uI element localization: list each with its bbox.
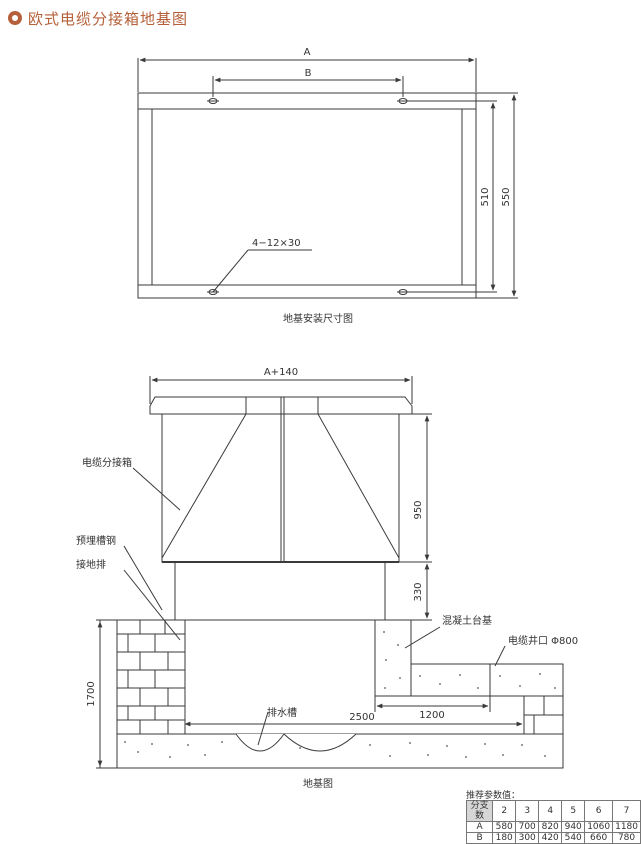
- top-view: [137, 57, 518, 299]
- hole-spec-label: 4−12×30: [252, 238, 301, 249]
- concrete-hatching: [124, 631, 556, 758]
- table-cell: 820: [538, 821, 563, 833]
- dim-label-A140: A+140: [264, 367, 298, 378]
- table-cell: 1180: [612, 821, 641, 833]
- table-cell: 7: [612, 800, 641, 822]
- top-frame-inner: [151, 108, 463, 286]
- dim-label-510: 510: [480, 187, 491, 206]
- label-drain-channel: 排水槽: [267, 706, 297, 719]
- table-cell: 4: [538, 800, 563, 822]
- table-header-row: 分支数 2 3 4 5 6 7: [465, 800, 641, 822]
- bullet-icon: [8, 11, 22, 25]
- table-cell: 300: [515, 832, 540, 844]
- dim-label-A: A: [304, 47, 311, 58]
- box-base: [174, 561, 386, 621]
- table-row: B 180 300 420 540 660 780: [465, 832, 641, 844]
- label-ground-bar: 接地排: [76, 558, 106, 571]
- table-cell: 5: [561, 800, 586, 822]
- table-cell: 580: [492, 821, 517, 833]
- param-table: 分支数 2 3 4 5 6 7 A 580 700 820 940 1060 1…: [465, 800, 641, 844]
- param-table-caption: 推荐参数值：: [466, 791, 521, 801]
- section-view: [96, 376, 564, 769]
- table-cell: 3: [515, 800, 540, 822]
- section-view-caption: 地基图: [303, 777, 333, 790]
- label-cable-box: 电缆分接箱: [82, 456, 132, 469]
- top-frame-outer: [137, 92, 477, 299]
- dim-label-550: 550: [501, 187, 512, 206]
- table-cell: 660: [584, 832, 614, 844]
- title-text: 欧式电缆分接箱地基图: [28, 9, 189, 28]
- table-cell: B: [465, 832, 494, 844]
- table-cell: 940: [561, 821, 586, 833]
- dim-label-330: 330: [413, 582, 424, 601]
- label-concrete-base: 混凝土台基: [442, 614, 492, 627]
- label-embedded-channel: 预埋槽钢: [76, 534, 116, 547]
- table-cell: 420: [538, 832, 563, 844]
- mounting-hole: [207, 98, 219, 104]
- dim-label-2500: 2500: [349, 712, 374, 723]
- table-cell: 780: [612, 832, 641, 844]
- dim-label-1700: 1700: [86, 681, 97, 706]
- dim-label-B: B: [305, 68, 312, 79]
- drain-channel: [235, 733, 357, 752]
- brick-wall: [116, 619, 186, 735]
- dim-label-950: 950: [413, 500, 424, 519]
- dim-label-1200: 1200: [419, 710, 444, 721]
- table-row: A 580 700 820 940 1060 1180: [465, 821, 641, 833]
- table-cell: A: [465, 821, 494, 833]
- table-cell: 540: [561, 832, 586, 844]
- top-view-caption: 地基安装尺寸图: [283, 312, 353, 325]
- concrete-pedestal: [374, 619, 412, 697]
- page-title: 欧式电缆分接箱地基图: [8, 4, 188, 32]
- table-cell: 分支数: [465, 800, 494, 822]
- label-cable-well: 电缆井口 Φ800: [508, 634, 578, 647]
- table-cell: 1060: [584, 821, 614, 833]
- table-cell: 180: [492, 832, 517, 844]
- table-cell: 6: [584, 800, 614, 822]
- table-cell: 2: [492, 800, 517, 822]
- table-cell: 700: [515, 821, 540, 833]
